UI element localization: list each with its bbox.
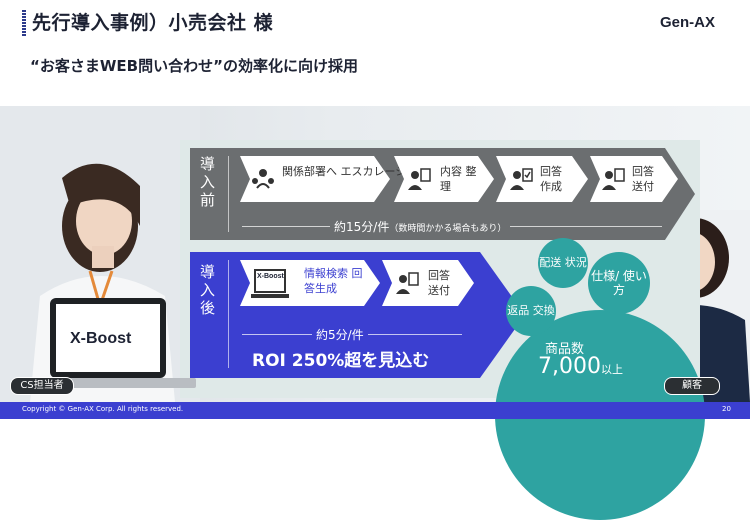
before-time-note: （数時間かかる場合もあり） [389,224,507,234]
before-time: 約15分/件（数時間かかる場合もあり） [330,218,511,235]
laptop-base [36,378,196,388]
after-time: 約5分/件 [312,326,368,343]
products-label: 商品数 [545,342,585,357]
title-accent-bar [22,10,26,36]
after-label: 導入後 [198,264,216,318]
after-step-send-text: 回答 送付 [428,269,450,297]
bubble-spec-text: 仕様/ 使い方 [591,269,647,297]
monitor-screen [56,304,160,372]
before-step-organize [394,156,494,202]
bubble-return: 返品 交換 [506,286,556,336]
before-step-escalation-text: 関係部署へ エスカレーション [282,165,429,178]
bubble-return-text: 返品 交換 [507,304,555,317]
before-step-send-text: 回答 送付 [632,165,654,193]
roi-statement: ROI 250%超を見込む [252,351,430,371]
before-step-send [590,156,678,202]
products-unit: 以上 [600,363,623,376]
page-number: 20 [722,405,731,413]
person-send-document-icon [396,272,419,294]
before-step-create-text: 回答 作成 [540,165,562,193]
before-step-organize-text: 内容 整理 [440,165,477,193]
after-step-search-text: 情報検索 回答生成 [304,267,363,295]
bubble-spec: 仕様/ 使い方 [588,252,650,314]
company-logo: Gen-AX [660,14,716,31]
person-send-document-icon [602,168,625,190]
person-document-icon [408,168,431,190]
copyright: Copyright © Gen-AX Corp. All rights rese… [22,405,184,413]
products-value: 7,000 [538,354,601,379]
after-divider [228,260,229,368]
before-row-arrowhead [665,148,695,240]
bubble-shipping: 配送 状況 [538,238,588,288]
bubble-shipping-text: 配送 状況 [539,256,587,269]
page-subtitle: “お客さまWEB問い合わせ”の効率化に向け採用 [30,57,358,75]
after-step-search [240,260,380,306]
laptop-xboost-icon: X-Boost [251,269,289,298]
before-step-escalation [240,156,390,202]
people-group-icon [252,169,274,189]
after-step-send [382,260,474,306]
before-label: 導入前 [198,156,216,210]
page-title: 先行導入事例）小売会社 様 [32,12,274,34]
footer-bar [0,402,750,419]
before-divider [228,156,229,232]
xboost-brand: X-Boost [70,330,132,347]
customer-badge: 顧客 [664,377,720,395]
cs-staff-badge: CS担当者 [10,377,74,395]
svg-text:X-Boost: X-Boost [257,273,285,280]
before-time-value: 約15分/件 [334,220,390,234]
products-count: 7,000以上 [538,354,623,379]
person-check-document-icon [510,168,533,190]
before-step-create [496,156,588,202]
